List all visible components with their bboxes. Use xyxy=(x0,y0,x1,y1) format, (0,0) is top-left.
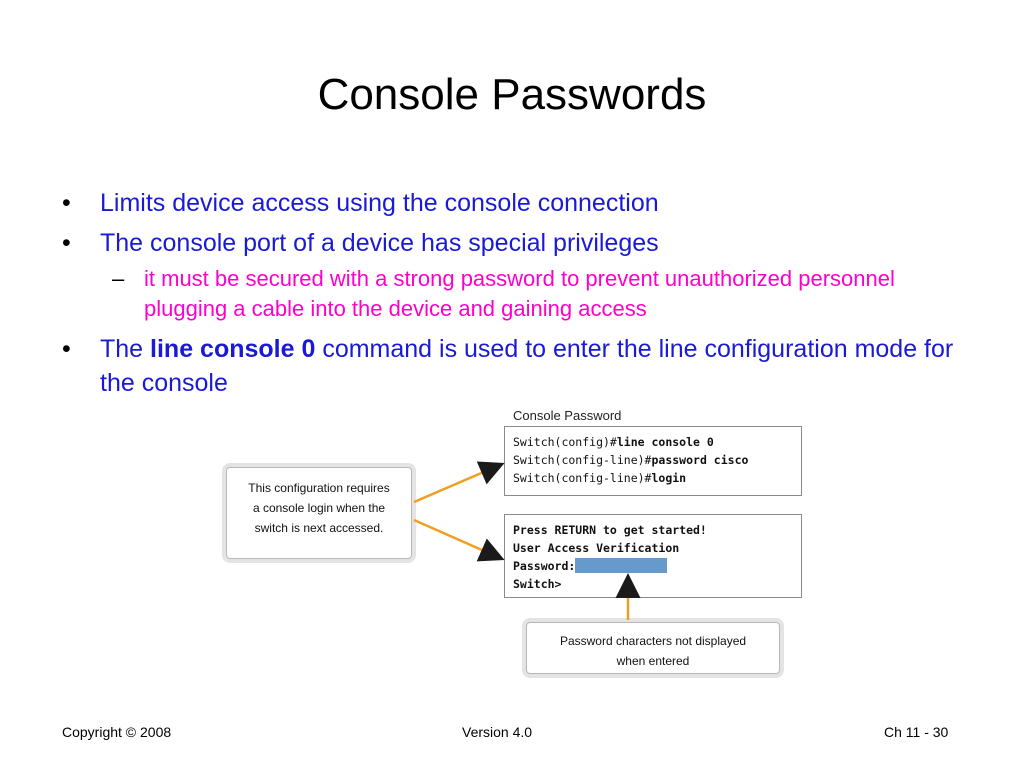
login-text: Press RETURN to get started! xyxy=(513,523,707,537)
config-callout: This configuration requires a console lo… xyxy=(226,467,412,559)
password-callout: Password characters not displayed when e… xyxy=(526,622,780,674)
slide-title: Console Passwords xyxy=(317,70,707,119)
bullet-text: The console port of a device has special… xyxy=(100,229,659,257)
callout-text: when entered xyxy=(616,654,690,668)
config-prompt: Switch(config-line)# xyxy=(513,471,652,485)
bullet-text-pre: The xyxy=(100,335,151,363)
password-field xyxy=(575,558,668,573)
login-text: Switch> xyxy=(513,577,562,591)
footer-version: Version 4.0 xyxy=(462,724,533,740)
config-line: Switch(config)#line console 0 xyxy=(513,433,793,451)
callout-text: This configuration requires xyxy=(248,481,390,495)
command-text: line console 0 xyxy=(150,335,316,363)
bullet-icon: • xyxy=(62,229,71,257)
config-prompt: Switch(config)# xyxy=(513,435,617,449)
config-prompt: Switch(config-line)# xyxy=(513,453,652,467)
config-command: line console 0 xyxy=(616,435,714,449)
dash-icon: – xyxy=(112,266,125,291)
sub-bullet-text: it must be secured with a strong passwor… xyxy=(144,266,895,321)
login-line: Press RETURN to get started! xyxy=(513,521,793,539)
bullet-icon: • xyxy=(62,189,71,217)
config-line: Switch(config-line)#password cisco xyxy=(513,451,793,469)
arrow-to-config xyxy=(413,461,505,504)
config-command: password cisco xyxy=(651,453,749,467)
bullet-icon: • xyxy=(62,335,71,363)
login-text: Password: xyxy=(513,559,576,573)
footer-copyright: Copyright © 2008 xyxy=(62,724,172,740)
figure-title: Console Password xyxy=(513,408,622,423)
login-line: Switch> xyxy=(513,575,793,593)
callout-text: a console login when the xyxy=(252,501,386,515)
config-line: Switch(config-line)#login xyxy=(513,469,793,487)
login-text: User Access Verification xyxy=(513,541,680,555)
login-terminal: Press RETURN to get started! User Access … xyxy=(504,514,802,598)
bullet-item: • The line console 0 command is used to … xyxy=(62,332,972,400)
arrow-to-login xyxy=(413,518,505,562)
config-command: login xyxy=(651,471,687,485)
bullet-item: • The console port of a device has speci… xyxy=(62,226,972,260)
login-line: User Access Verification xyxy=(513,539,793,557)
sub-bullet-item: – it must be secured with a strong passw… xyxy=(62,264,972,324)
bullet-text: Limits device access using the console c… xyxy=(100,189,659,217)
callout-text: switch is next accessed. xyxy=(254,521,384,535)
bullet-text-post: command is used to enter the line config… xyxy=(100,335,954,397)
footer-page-number: Ch 11 - 30 xyxy=(884,724,949,740)
bullet-item: • Limits device access using the console… xyxy=(62,186,972,220)
bullet-list: • Limits device access using the console… xyxy=(62,186,972,406)
callout-text: Password characters not displayed xyxy=(559,634,747,648)
login-line: Password: xyxy=(513,557,793,575)
